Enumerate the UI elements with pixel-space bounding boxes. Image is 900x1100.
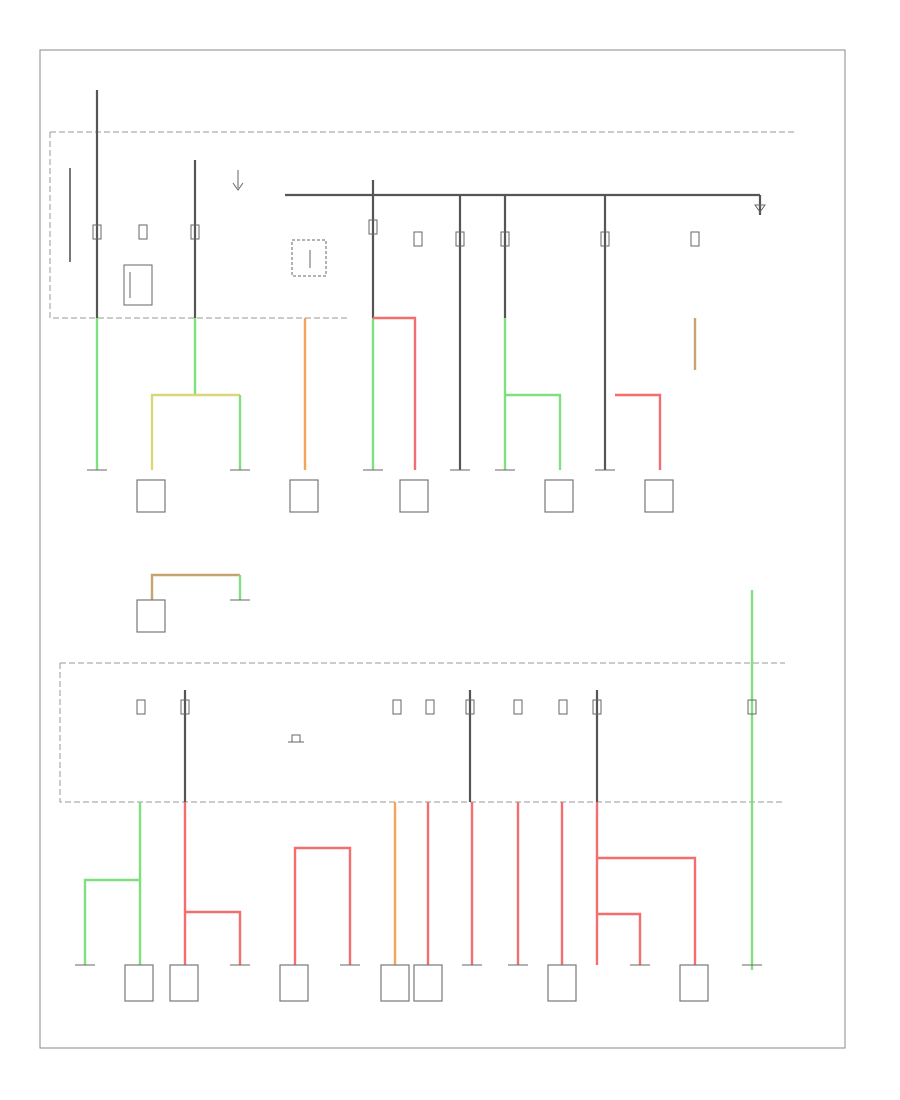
middle-connector-group [136,573,242,633]
sheet-frame [39,49,846,1049]
ground-icon [232,170,766,213]
connector-icon [124,964,709,1002]
fuse-icon [136,699,757,715]
splice-icon [75,469,762,966]
relay-icon [123,264,153,306]
upper-feed-wires [95,90,762,318]
lower-feed-wires [183,690,599,802]
lower-fuse-box-outline [59,662,785,803]
upper-colored-wires [95,316,697,470]
connector-icon [136,479,674,513]
ground-icon [288,734,304,743]
fuse-icon [92,219,700,247]
upper-fuse-box-outline [49,131,795,319]
lower-colored-wires [83,802,697,965]
relay-icon [291,239,327,277]
